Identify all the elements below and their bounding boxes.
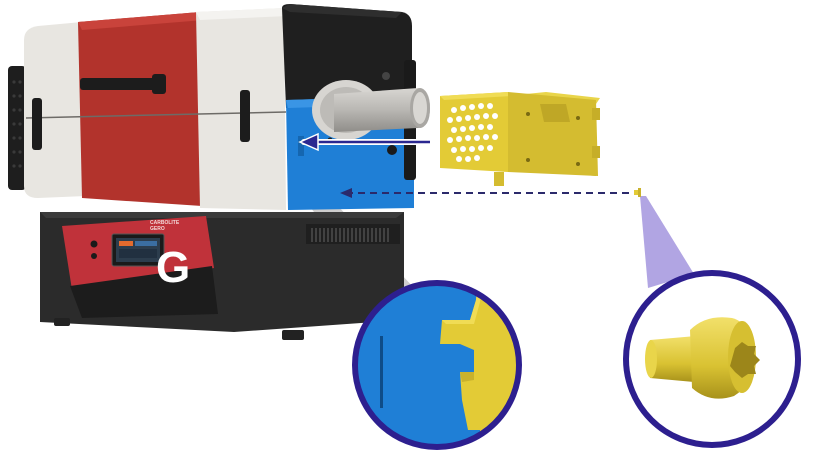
left-side-grill bbox=[8, 66, 26, 190]
detail-magnifier-screw bbox=[626, 273, 798, 445]
foot bbox=[54, 318, 70, 326]
brand-subname: GERO bbox=[150, 226, 165, 232]
detail-magnifier-tab bbox=[350, 280, 530, 450]
heat-shield-bracket bbox=[440, 92, 600, 186]
power-button-icon bbox=[91, 241, 98, 248]
perforated-front-plate bbox=[440, 92, 508, 172]
controller-base: CARBOLITE GERO G bbox=[40, 212, 404, 340]
foot bbox=[282, 330, 304, 340]
brand-logo: G bbox=[156, 243, 190, 292]
right-latch-handle bbox=[240, 90, 250, 142]
red-heating-chamber bbox=[78, 12, 202, 206]
left-latch-handle bbox=[32, 98, 42, 150]
small-screw bbox=[634, 188, 641, 197]
furnace-body bbox=[24, 4, 430, 210]
